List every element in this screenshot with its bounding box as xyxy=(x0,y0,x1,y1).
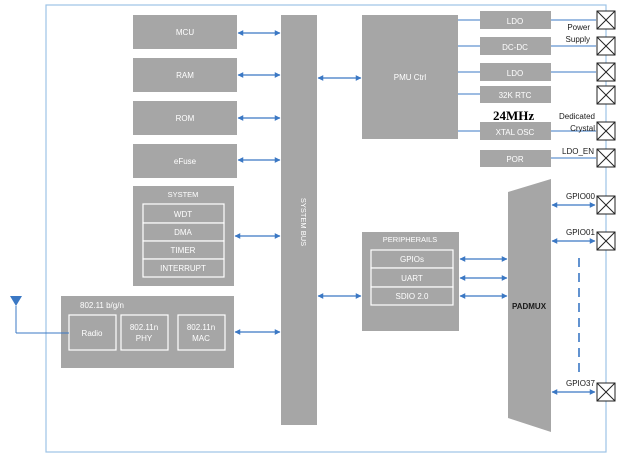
pin-x-icon xyxy=(596,382,616,402)
xtal-label: XTAL OSC xyxy=(496,128,535,137)
power-lines xyxy=(458,19,596,159)
pin-x-icon xyxy=(596,231,616,251)
xtal-block: XTAL OSC xyxy=(480,122,551,140)
ram-block: RAM xyxy=(133,58,237,92)
ldo-en-label: LDO_EN xyxy=(562,147,594,156)
por-label: POR xyxy=(506,155,524,164)
gpio00-label: GPIO00 xyxy=(566,192,595,201)
ldo-2-label: LDO xyxy=(507,69,523,78)
peripheral-gpios: GPIOs xyxy=(400,255,424,264)
crystal-frequency-label: 24MHz xyxy=(493,108,534,123)
system-item-timer: TIMER xyxy=(171,246,196,255)
system-item-wdt: WDT xyxy=(174,210,192,219)
dcdc-block: DC-DC xyxy=(480,37,551,55)
bus-arrows xyxy=(234,30,362,335)
pin-x-icon xyxy=(596,62,616,82)
rom-block: ROM xyxy=(133,101,237,135)
gpio-arrows xyxy=(551,202,596,395)
mcu-block: MCU xyxy=(133,15,237,49)
padmux-arrows xyxy=(459,256,508,299)
phy-label-line2: PHY xyxy=(136,334,153,343)
phy-label-line1: 802.11n xyxy=(130,323,158,332)
power-supply-label-2: Supply xyxy=(566,35,590,44)
system-title: SYSTEM xyxy=(168,190,199,199)
peripherals-block: PERIPHERAILS GPIOs UART SDIO 2.0 xyxy=(362,232,459,331)
rtc-block: 32K RTC xyxy=(480,86,551,103)
por-block: POR xyxy=(480,150,551,167)
ldo-1-block: LDO xyxy=(480,11,551,29)
mcu-label: MCU xyxy=(176,28,194,37)
crystal-label-2: Crystal xyxy=(570,124,595,133)
wifi-block: 802.11 b/g/n Radio 802.11n PHY 802.11n M… xyxy=(61,296,234,368)
padmux-block: PADMUX xyxy=(508,179,551,432)
pin-x-icon xyxy=(596,10,616,30)
efuse-block: eFuse xyxy=(133,144,237,178)
pmu-label: PMU Ctrl xyxy=(394,73,427,82)
pin-x-icon xyxy=(596,85,616,105)
system-bus-label: SYSTEM BUS xyxy=(299,198,308,246)
pmu-block: PMU Ctrl xyxy=(362,15,458,139)
power-supply-label-1: Power xyxy=(567,23,590,32)
wifi-title: 802.11 b/g/n xyxy=(80,301,124,310)
ldo-1-label: LDO xyxy=(507,17,523,26)
antenna-icon xyxy=(10,296,69,334)
system-bus: SYSTEM BUS xyxy=(281,15,317,425)
ram-label: RAM xyxy=(176,71,194,80)
pin-x-icon xyxy=(596,195,616,215)
rom-label: ROM xyxy=(176,114,195,123)
mac-label-line2: MAC xyxy=(192,334,210,343)
radio-label: Radio xyxy=(82,329,103,338)
system-item-interrupt: INTERRUPT xyxy=(160,264,206,273)
system-block: SYSTEM WDT DMA TIMER INTERRUPT xyxy=(133,186,234,286)
pin-x-icon xyxy=(596,36,616,56)
gpio01-label: GPIO01 xyxy=(566,228,595,237)
peripheral-uart: UART xyxy=(401,274,423,283)
peripherals-title: PERIPHERAILS xyxy=(383,235,438,244)
chip-outline xyxy=(45,4,607,453)
efuse-label: eFuse xyxy=(174,157,197,166)
mac-label-line1: 802.11n xyxy=(187,323,215,332)
ldo-2-block: LDO xyxy=(480,63,551,81)
peripheral-sdio: SDIO 2.0 xyxy=(396,292,429,301)
dcdc-label: DC-DC xyxy=(502,43,528,52)
pin-x-icon xyxy=(596,148,616,168)
gpio37-label: GPIO37 xyxy=(566,379,595,388)
system-item-dma: DMA xyxy=(174,228,192,237)
pin-x-icon xyxy=(596,121,616,141)
rtc-label: 32K RTC xyxy=(499,91,532,100)
crystal-label-1: Dedicated xyxy=(559,112,595,121)
pin-markers xyxy=(596,10,616,402)
padmux-label: PADMUX xyxy=(512,302,547,311)
